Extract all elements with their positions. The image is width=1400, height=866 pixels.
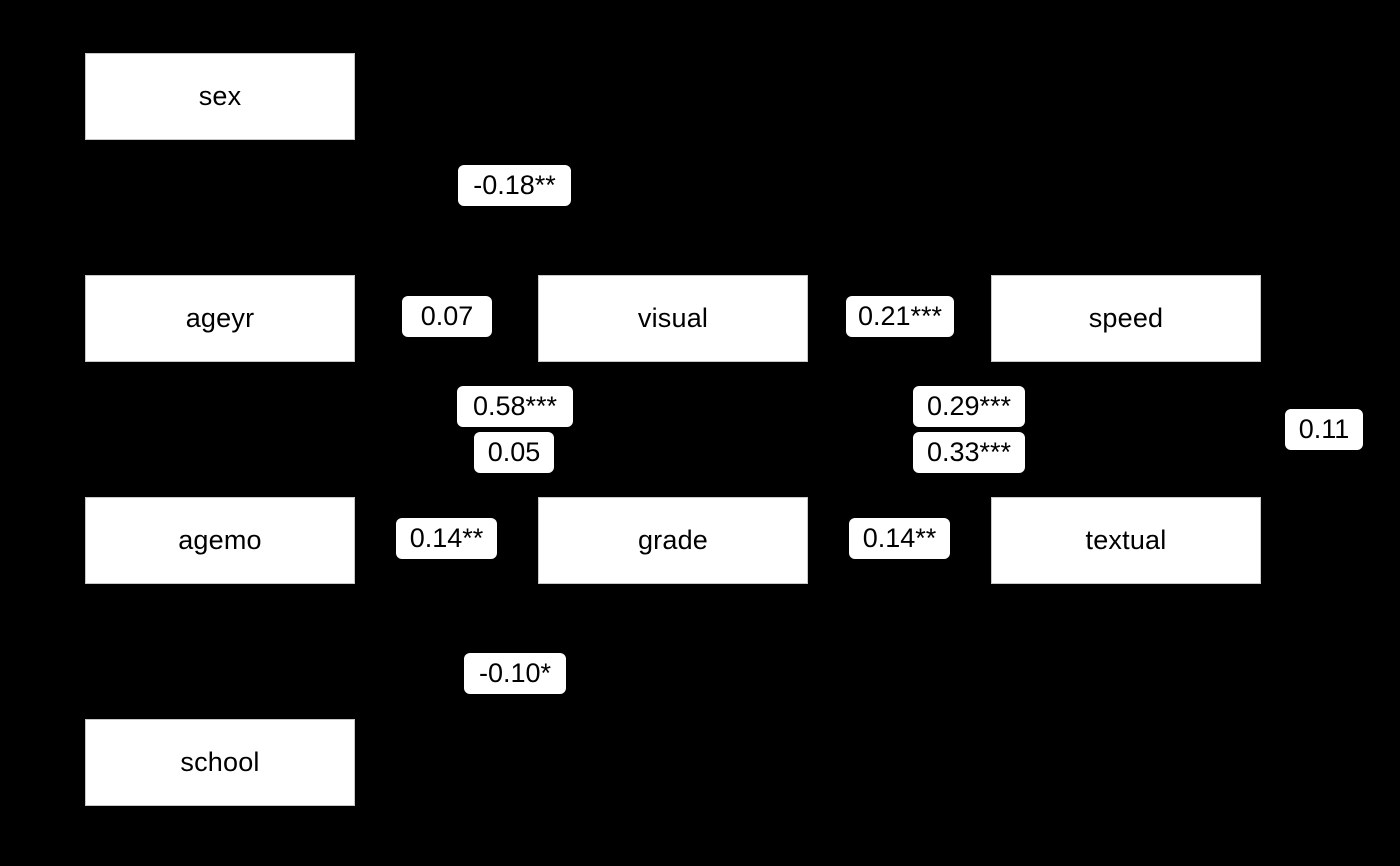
node-visual[interactable]: visual — [538, 275, 808, 362]
edge-label-ageyr-visual[interactable]: 0.07 — [402, 296, 492, 337]
node-school[interactable]: school — [85, 719, 355, 806]
edge-label-visual-speed[interactable]: 0.21*** — [846, 296, 954, 337]
edge-label-sex-visual[interactable]: -0.18** — [458, 165, 571, 206]
node-speed[interactable]: speed — [991, 275, 1261, 362]
node-sex[interactable]: sex — [85, 53, 355, 140]
node-textual[interactable]: textual — [991, 497, 1261, 584]
edge-label-agemo-visual[interactable]: 0.05 — [474, 432, 554, 473]
edge-label-school-grade[interactable]: -0.10* — [464, 653, 566, 694]
edge-label-grade-textual-up[interactable]: 0.33*** — [913, 432, 1025, 473]
node-agemo[interactable]: agemo — [85, 497, 355, 584]
node-grade[interactable]: grade — [538, 497, 808, 584]
edge-label-grade-speed[interactable]: 0.29*** — [913, 386, 1025, 427]
edge-label-ageyr-grade[interactable]: 0.58*** — [457, 386, 573, 427]
edge-label-agemo-grade[interactable]: 0.14** — [396, 518, 497, 559]
node-ageyr[interactable]: ageyr — [85, 275, 355, 362]
edge-label-grade-textual[interactable]: 0.14** — [849, 518, 950, 559]
edge-label-speed-textual[interactable]: 0.11 — [1285, 409, 1363, 450]
